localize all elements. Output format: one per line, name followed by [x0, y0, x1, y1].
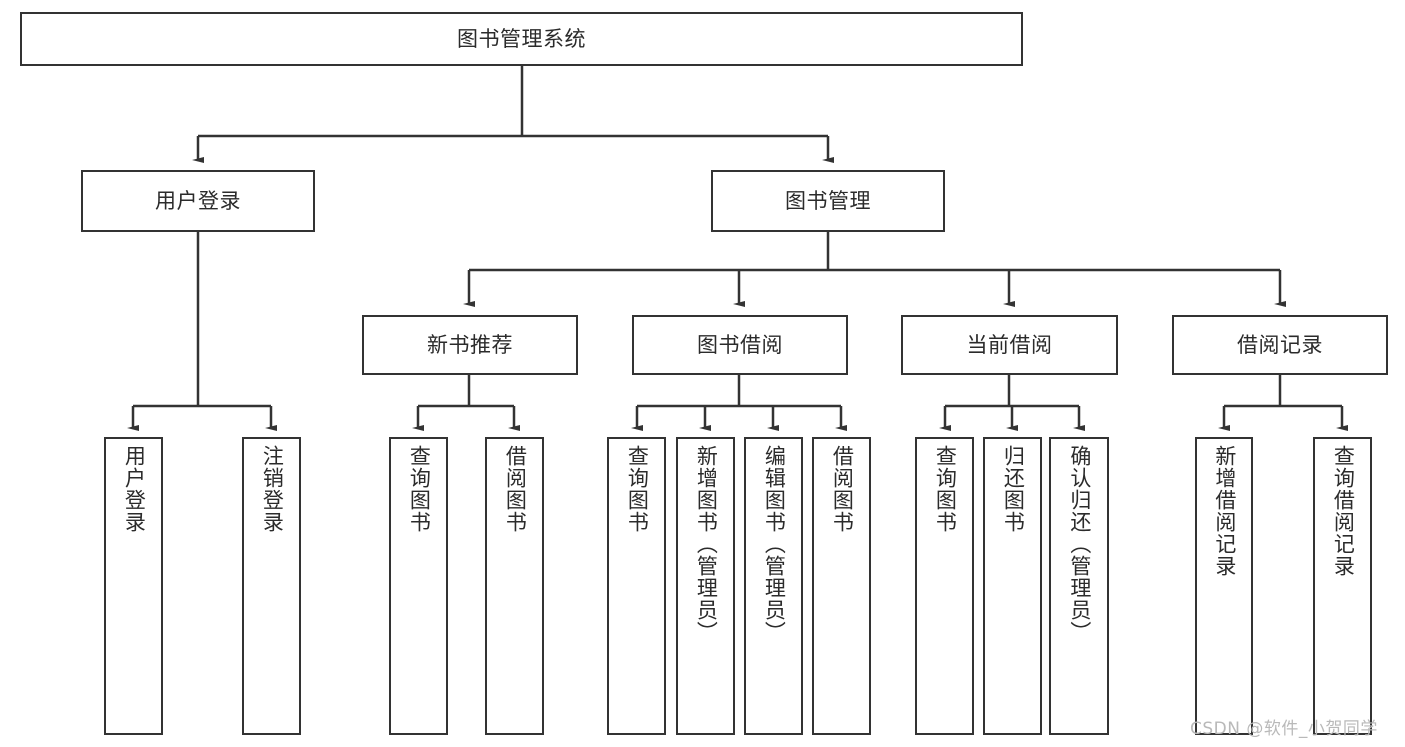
leaf-current-confirm-return-label: 确认归还（管理员）	[1067, 445, 1092, 643]
leaf-borrow-query-book[interactable]: 查询图书	[607, 437, 666, 735]
node-current-borrow[interactable]: 当前借阅	[901, 315, 1118, 375]
leaf-borrow-lend-book-label: 借阅图书	[830, 445, 855, 533]
leaf-record-add-record[interactable]: 新增借阅记录	[1195, 437, 1253, 735]
node-book-management[interactable]: 图书管理	[711, 170, 945, 232]
leaf-borrow-lend-book[interactable]: 借阅图书	[812, 437, 871, 735]
leaf-newbook-query-book[interactable]: 查询图书	[389, 437, 448, 735]
node-book-borrow-label: 图书借阅	[697, 332, 783, 357]
leaf-current-confirm-return[interactable]: 确认归还（管理员）	[1049, 437, 1109, 735]
leaf-user-login[interactable]: 用户登录	[104, 437, 163, 735]
leaf-borrow-add-book[interactable]: 新增图书（管理员）	[676, 437, 735, 735]
leaf-user-logout[interactable]: 注销登录	[242, 437, 301, 735]
leaf-record-add-record-label: 新增借阅记录	[1212, 445, 1237, 577]
leaf-newbook-query-book-label: 查询图书	[407, 445, 432, 533]
leaf-user-logout-label: 注销登录	[260, 445, 285, 533]
leaf-record-query-record-label: 查询借阅记录	[1331, 445, 1356, 577]
node-new-book-recommend-label: 新书推荐	[427, 332, 513, 357]
leaf-borrow-add-book-label: 新增图书（管理员）	[694, 445, 719, 643]
leaf-newbook-borrow-book-label: 借阅图书	[503, 445, 528, 533]
leaf-current-query-book[interactable]: 查询图书	[915, 437, 974, 735]
leaf-newbook-borrow-book[interactable]: 借阅图书	[485, 437, 544, 735]
node-new-book-recommend[interactable]: 新书推荐	[362, 315, 578, 375]
node-root[interactable]: 图书管理系统	[20, 12, 1023, 66]
node-user-login-label: 用户登录	[155, 188, 241, 213]
node-current-borrow-label: 当前借阅	[966, 332, 1053, 357]
leaf-current-return-book[interactable]: 归还图书	[983, 437, 1042, 735]
leaf-record-query-record[interactable]: 查询借阅记录	[1313, 437, 1372, 735]
node-borrow-record-label: 借阅记录	[1237, 332, 1323, 357]
leaf-current-query-book-label: 查询图书	[933, 445, 958, 533]
node-root-label: 图书管理系统	[457, 26, 586, 51]
node-book-management-label: 图书管理	[785, 188, 871, 213]
node-user-login[interactable]: 用户登录	[81, 170, 315, 232]
leaf-borrow-edit-book-label: 编辑图书（管理员）	[762, 445, 787, 643]
leaf-borrow-edit-book[interactable]: 编辑图书（管理员）	[744, 437, 803, 735]
node-book-borrow[interactable]: 图书借阅	[632, 315, 848, 375]
leaf-current-return-book-label: 归还图书	[1001, 445, 1026, 533]
node-borrow-record[interactable]: 借阅记录	[1172, 315, 1388, 375]
csdn-watermark: CSDN @软件_小贺同学	[1190, 719, 1378, 739]
leaf-borrow-query-book-label: 查询图书	[625, 445, 650, 533]
leaf-user-login-label: 用户登录	[122, 445, 147, 533]
